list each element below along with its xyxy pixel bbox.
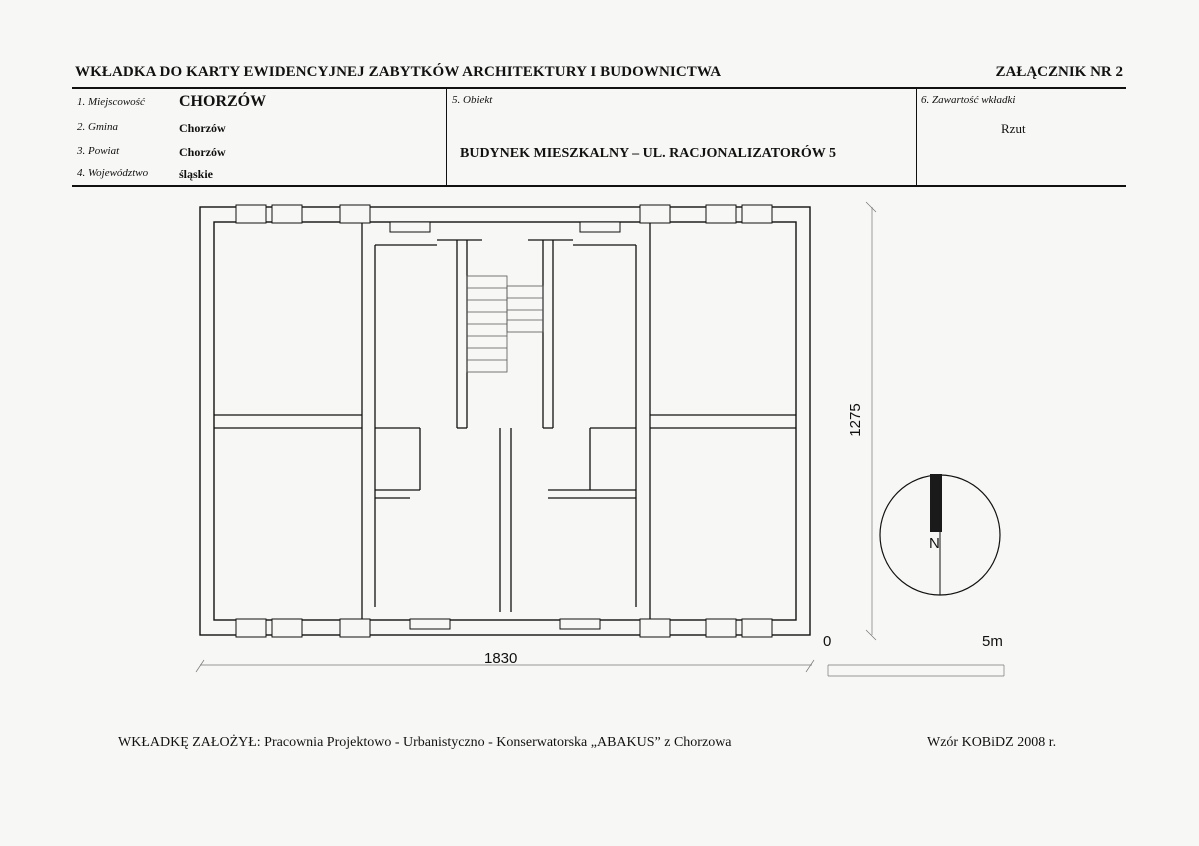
gmina-label: 2. Gmina: [77, 121, 118, 133]
north-label: N: [929, 535, 940, 552]
footer-template: Wzór KOBiDZ 2008 r.: [927, 735, 1057, 750]
powiat-label: 3. Powiat: [77, 145, 120, 157]
obiekt-value: BUDYNEK MIESZKALNY – UL. RACJONALIZATORÓ…: [460, 146, 836, 161]
scale-end-label: 5m: [982, 633, 1003, 650]
annex-number: ZAŁĄCZNIK NR 2: [995, 64, 1123, 80]
outer-wall-outer: [199, 206, 811, 636]
staircase: [466, 275, 544, 373]
dimension-lines: [195, 201, 877, 673]
north-arrow-needle: [930, 474, 942, 532]
footer-author: WKŁADKĘ ZAŁOŻYŁ: Pracownia Projektowo - …: [118, 735, 732, 750]
interior-walls: [214, 222, 796, 620]
scale-zero-label: 0: [823, 633, 831, 650]
powiat-value: Chorzów: [179, 145, 226, 159]
column-divider-1: [446, 88, 447, 186]
windows-top: [235, 204, 773, 233]
gmina-value: Chorzów: [179, 121, 226, 135]
zawartosc-label: 6. Zawartość wkładki: [921, 94, 1016, 106]
miejscowosc-label: 1. Miejscowość: [77, 96, 145, 108]
column-divider-2: [916, 88, 917, 186]
width-dimension: 1830: [484, 650, 517, 667]
header-top-rule: [72, 87, 1126, 89]
height-dimension: 1275: [847, 403, 864, 436]
windows-bottom: [235, 618, 773, 638]
wojewodztwo-value: śląskie: [179, 167, 214, 181]
outer-wall-inner: [213, 221, 797, 621]
header-bottom-rule: [72, 185, 1126, 187]
miejscowosc-value: CHORZÓW: [179, 93, 267, 110]
building-outline: [199, 206, 811, 636]
north-arrow: N: [879, 474, 1001, 596]
zawartosc-value: Rzut: [1001, 121, 1026, 136]
obiekt-label: 5. Obiekt: [452, 94, 493, 106]
wojewodztwo-label: 4. Województwo: [77, 167, 149, 179]
document-title: WKŁADKA DO KARTY EWIDENCYJNEJ ZABYTKÓW A…: [75, 64, 722, 80]
scale-bar: 0 5m: [823, 633, 1005, 677]
